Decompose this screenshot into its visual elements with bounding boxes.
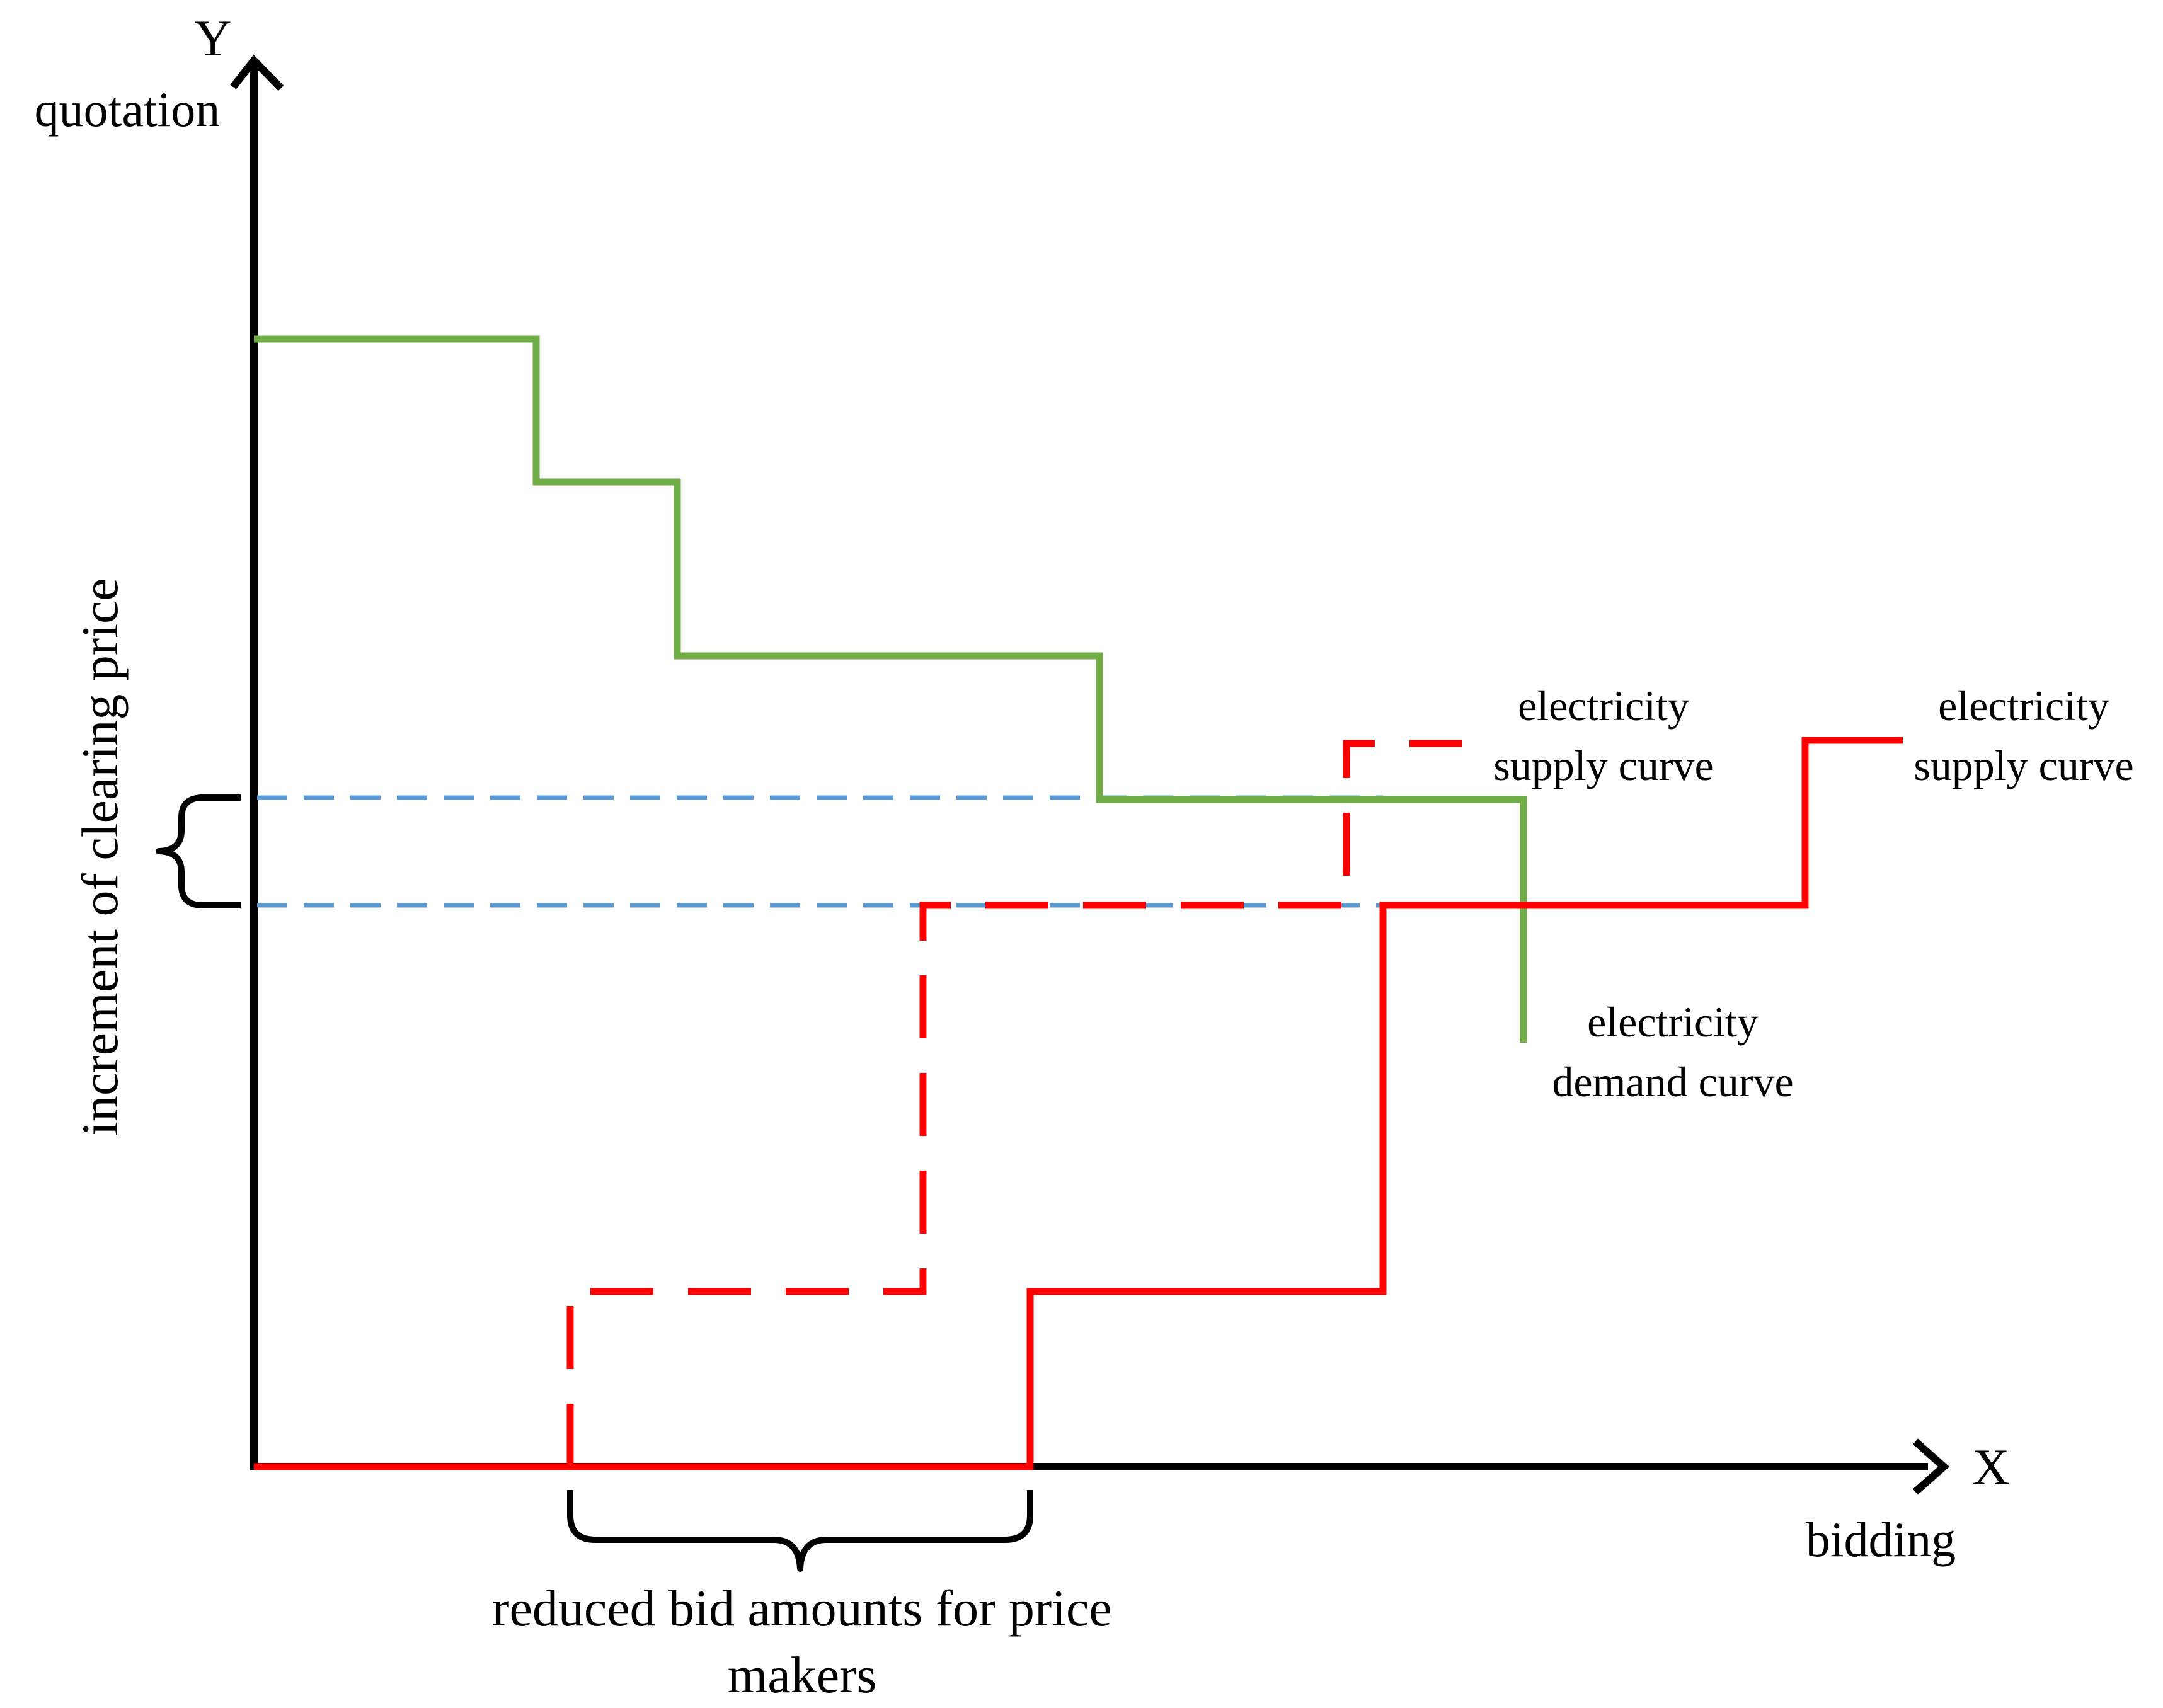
demand-label-line2: demand curve xyxy=(1552,1058,1793,1106)
increment-of-clearing-price-label: increment of clearing price xyxy=(71,578,129,1136)
supply-solid-label-line2: supply curve xyxy=(1913,742,2133,789)
supply-dashed-label-line2: supply curve xyxy=(1493,742,1713,789)
supply-solid-label-line1: electricity xyxy=(1938,682,2109,730)
reduced-bid-label-line2: makers xyxy=(728,1646,877,1704)
electricity-supply-curve-dashed xyxy=(566,740,1462,1467)
y-axis-letter: Y xyxy=(194,9,231,67)
electricity-supply-curve-solid xyxy=(254,737,1903,1470)
supply-dashed-label-line1: electricity xyxy=(1518,682,1689,730)
x-axis-name: bidding xyxy=(1806,1512,1956,1567)
y-axis-arrowhead xyxy=(230,54,284,91)
price-level-lines xyxy=(257,795,1525,908)
electricity-demand-curve xyxy=(254,335,1527,1043)
reduced-bid-label-line1: reduced bid amounts for price xyxy=(492,1579,1112,1637)
y-axis-name: quotation xyxy=(35,82,221,137)
x-axis-arrowhead xyxy=(1913,1438,1950,1495)
demand-label-line1: electricity xyxy=(1587,998,1759,1046)
increment-brace xyxy=(156,794,241,908)
reduced-bid-brace xyxy=(567,1490,1033,1572)
x-axis-letter: X xyxy=(1972,1438,2009,1496)
